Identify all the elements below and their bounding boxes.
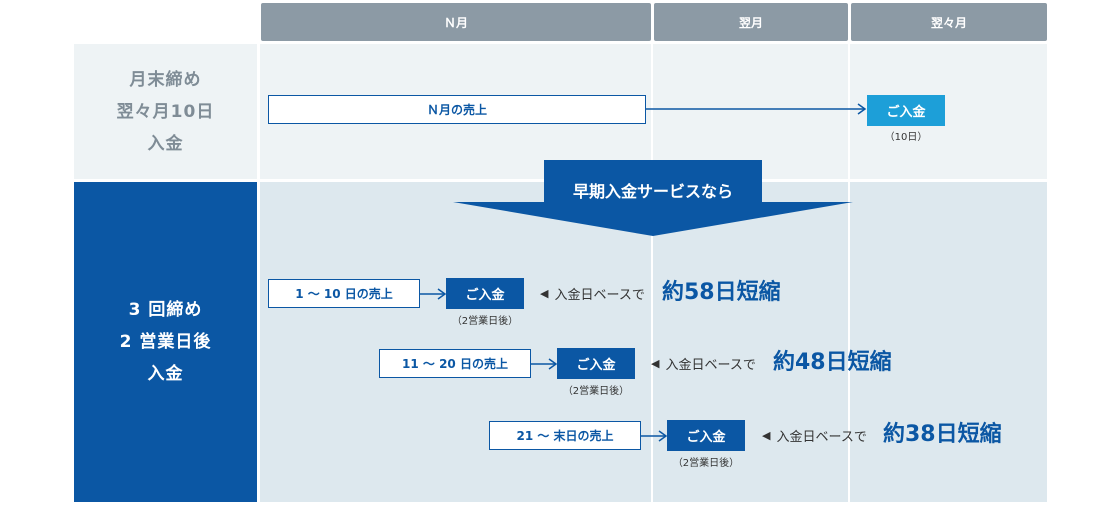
early-deposit-box: ご入金 (557, 348, 635, 379)
saving-text: 約48日短縮 (773, 350, 892, 375)
right-arrow-icon (531, 358, 558, 370)
basis-text: ◀ 入金日ベースで (540, 282, 645, 304)
early-deposit-note: （2営業日後） (451, 316, 519, 327)
left-pointer-icon: ◀ (651, 356, 660, 370)
header-n-month: Ｎ月 (261, 3, 651, 41)
plan-label-monthly: 月末締め 翌々月10日 入金 (74, 44, 257, 179)
basis-text: ◀ 入金日ベースで (762, 424, 867, 446)
early-service-banner: 早期入金サービスなら (572, 182, 733, 201)
saving-text: 約58日短縮 (662, 280, 781, 305)
early-sales-bar: 11 〜 20 日の売上 (379, 349, 531, 378)
early-deposit-box: ご入金 (667, 420, 745, 451)
early-sales-bar: 1 〜 10 日の売上 (268, 279, 420, 308)
basis-label: 入金日ベースで (665, 357, 756, 373)
left-pointer-icon: ◀ (762, 428, 771, 442)
right-arrow-icon (641, 430, 668, 442)
basis-text: ◀ 入金日ベースで (651, 352, 756, 374)
basis-label: 入金日ベースで (554, 287, 645, 303)
left-pointer-icon: ◀ (540, 286, 549, 300)
early-sales-bar: 21 〜 末日の売上 (489, 421, 641, 450)
down-arrow-icon (453, 160, 853, 236)
column-divider-2 (848, 44, 850, 502)
saving-text: 約38日短縮 (883, 422, 1002, 447)
right-arrow-icon (420, 288, 447, 300)
plan-label-triple: 3 回締め 2 営業日後 入金 (74, 182, 257, 502)
header-month-after-next: 翌々月 (851, 3, 1047, 41)
monthly-deposit-note: （10日） (884, 132, 928, 143)
early-deposit-box: ご入金 (446, 278, 524, 309)
right-arrow-icon (646, 103, 867, 115)
column-divider-1 (651, 44, 653, 502)
header-next-month: 翌月 (654, 3, 848, 41)
early-deposit-note: （2営業日後） (562, 386, 630, 397)
basis-label: 入金日ベースで (776, 429, 867, 445)
monthly-sales-bar: Ｎ月の売上 (268, 95, 646, 124)
monthly-deposit-box: ご入金 (867, 95, 945, 126)
early-deposit-note: （2営業日後） (672, 458, 740, 469)
